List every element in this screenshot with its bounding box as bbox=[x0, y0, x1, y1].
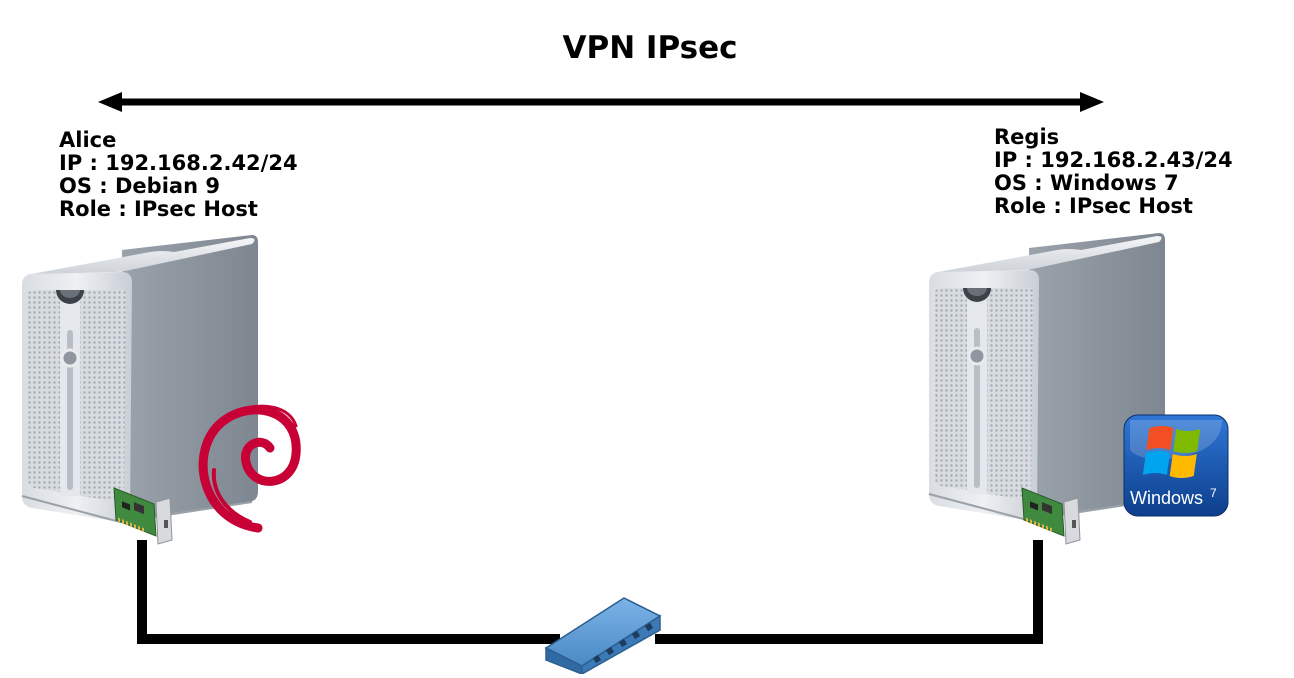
host-name: Regis bbox=[994, 125, 1060, 149]
host-os: OS : Windows 7 bbox=[994, 171, 1179, 195]
windows-7-logo-icon: Windows 7 bbox=[1123, 414, 1229, 517]
host-name: Alice bbox=[59, 128, 117, 152]
switch-icon bbox=[544, 597, 662, 676]
host-ip: IP : 192.168.2.43/24 bbox=[994, 148, 1233, 172]
host-info-alice: Alice IP : 192.168.2.42/24 OS : Debian 9… bbox=[59, 129, 298, 221]
host-info-regis: Regis IP : 192.168.2.43/24 OS : Windows … bbox=[994, 126, 1233, 218]
windows-logo-text: Windows bbox=[1130, 488, 1203, 508]
server-alice-icon bbox=[20, 233, 260, 524]
network-cable bbox=[137, 540, 1043, 644]
host-os: OS : Debian 9 bbox=[59, 174, 220, 198]
vpn-tunnel-arrow bbox=[98, 92, 1104, 112]
diagram-title: VPN IPsec bbox=[562, 30, 738, 66]
host-role: Role : IPsec Host bbox=[994, 194, 1193, 218]
host-role: Role : IPsec Host bbox=[59, 197, 258, 221]
host-ip: IP : 192.168.2.42/24 bbox=[59, 151, 298, 175]
windows-logo-version: 7 bbox=[1210, 486, 1217, 500]
debian-logo-icon bbox=[198, 404, 301, 533]
